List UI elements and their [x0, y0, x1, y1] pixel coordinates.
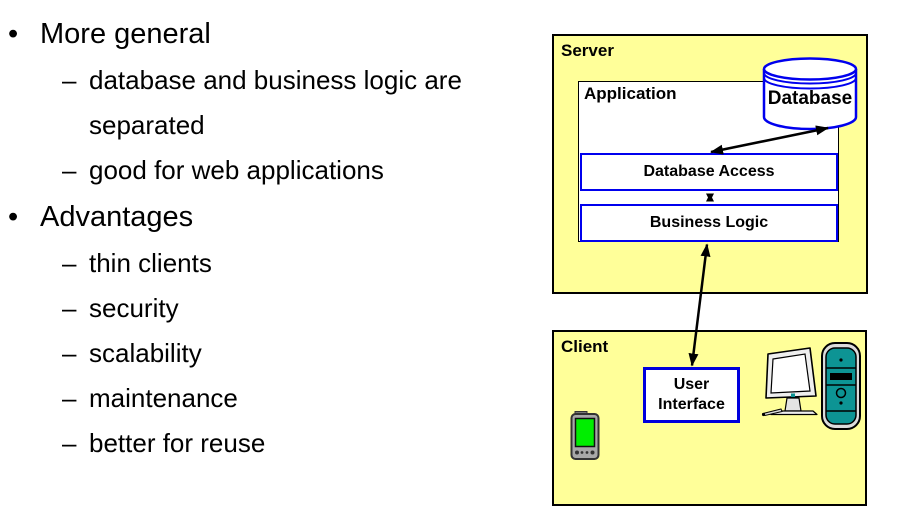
user-interface-box: User Interface — [643, 367, 740, 423]
database-label: Database — [767, 88, 853, 109]
bullet-item: – thin clients — [62, 241, 553, 286]
computer-tower-icon — [821, 342, 861, 430]
bullet-item: • More general — [8, 10, 553, 58]
database-access-box: Database Access — [580, 153, 838, 191]
client-panel: Client — [552, 330, 867, 506]
bullet-marker: – — [62, 428, 77, 458]
user-interface-label: User Interface — [658, 376, 725, 413]
monitor-icon — [761, 347, 818, 417]
bullet-marker: – — [62, 293, 77, 323]
bullet-item: – good for web applications — [62, 148, 553, 193]
business-logic-label: Business Logic — [649, 214, 769, 231]
bullet-item: – database and business logic are separa… — [62, 58, 553, 148]
bullet-text: better for reuse — [89, 428, 266, 458]
database-access-label: Database Access — [643, 163, 775, 180]
bullet-item: – better for reuse — [62, 421, 553, 466]
bullet-marker: • — [8, 201, 19, 233]
business-logic-box: Business Logic — [580, 204, 838, 242]
application-label: Application — [584, 84, 677, 103]
bullet-text: Advantages — [40, 201, 194, 233]
bullet-marker: – — [62, 383, 77, 413]
bullet-marker: – — [62, 65, 77, 95]
bullet-marker: – — [62, 248, 77, 278]
bullet-item: – scalability — [62, 331, 553, 376]
bullet-text: security — [89, 293, 179, 323]
pda-icon — [570, 411, 600, 460]
bullet-text: scalability — [89, 338, 202, 368]
bullet-list: • More general – database and business l… — [8, 10, 553, 466]
client-label: Client — [561, 337, 609, 356]
bullet-item: – security — [62, 286, 553, 331]
server-label: Server — [561, 41, 614, 60]
bullet-marker: – — [62, 338, 77, 368]
bullet-text: More general — [40, 18, 211, 50]
bullet-text: good for web applications — [89, 155, 384, 185]
bullet-item: • Advantages — [8, 193, 553, 241]
bullet-item: – maintenance — [62, 376, 553, 421]
bullet-text: database and business logic are separate… — [89, 65, 462, 140]
bullet-marker: – — [62, 155, 77, 185]
bullet-marker: • — [8, 18, 19, 50]
bullet-text: maintenance — [89, 383, 238, 413]
bullet-text: thin clients — [89, 248, 212, 278]
